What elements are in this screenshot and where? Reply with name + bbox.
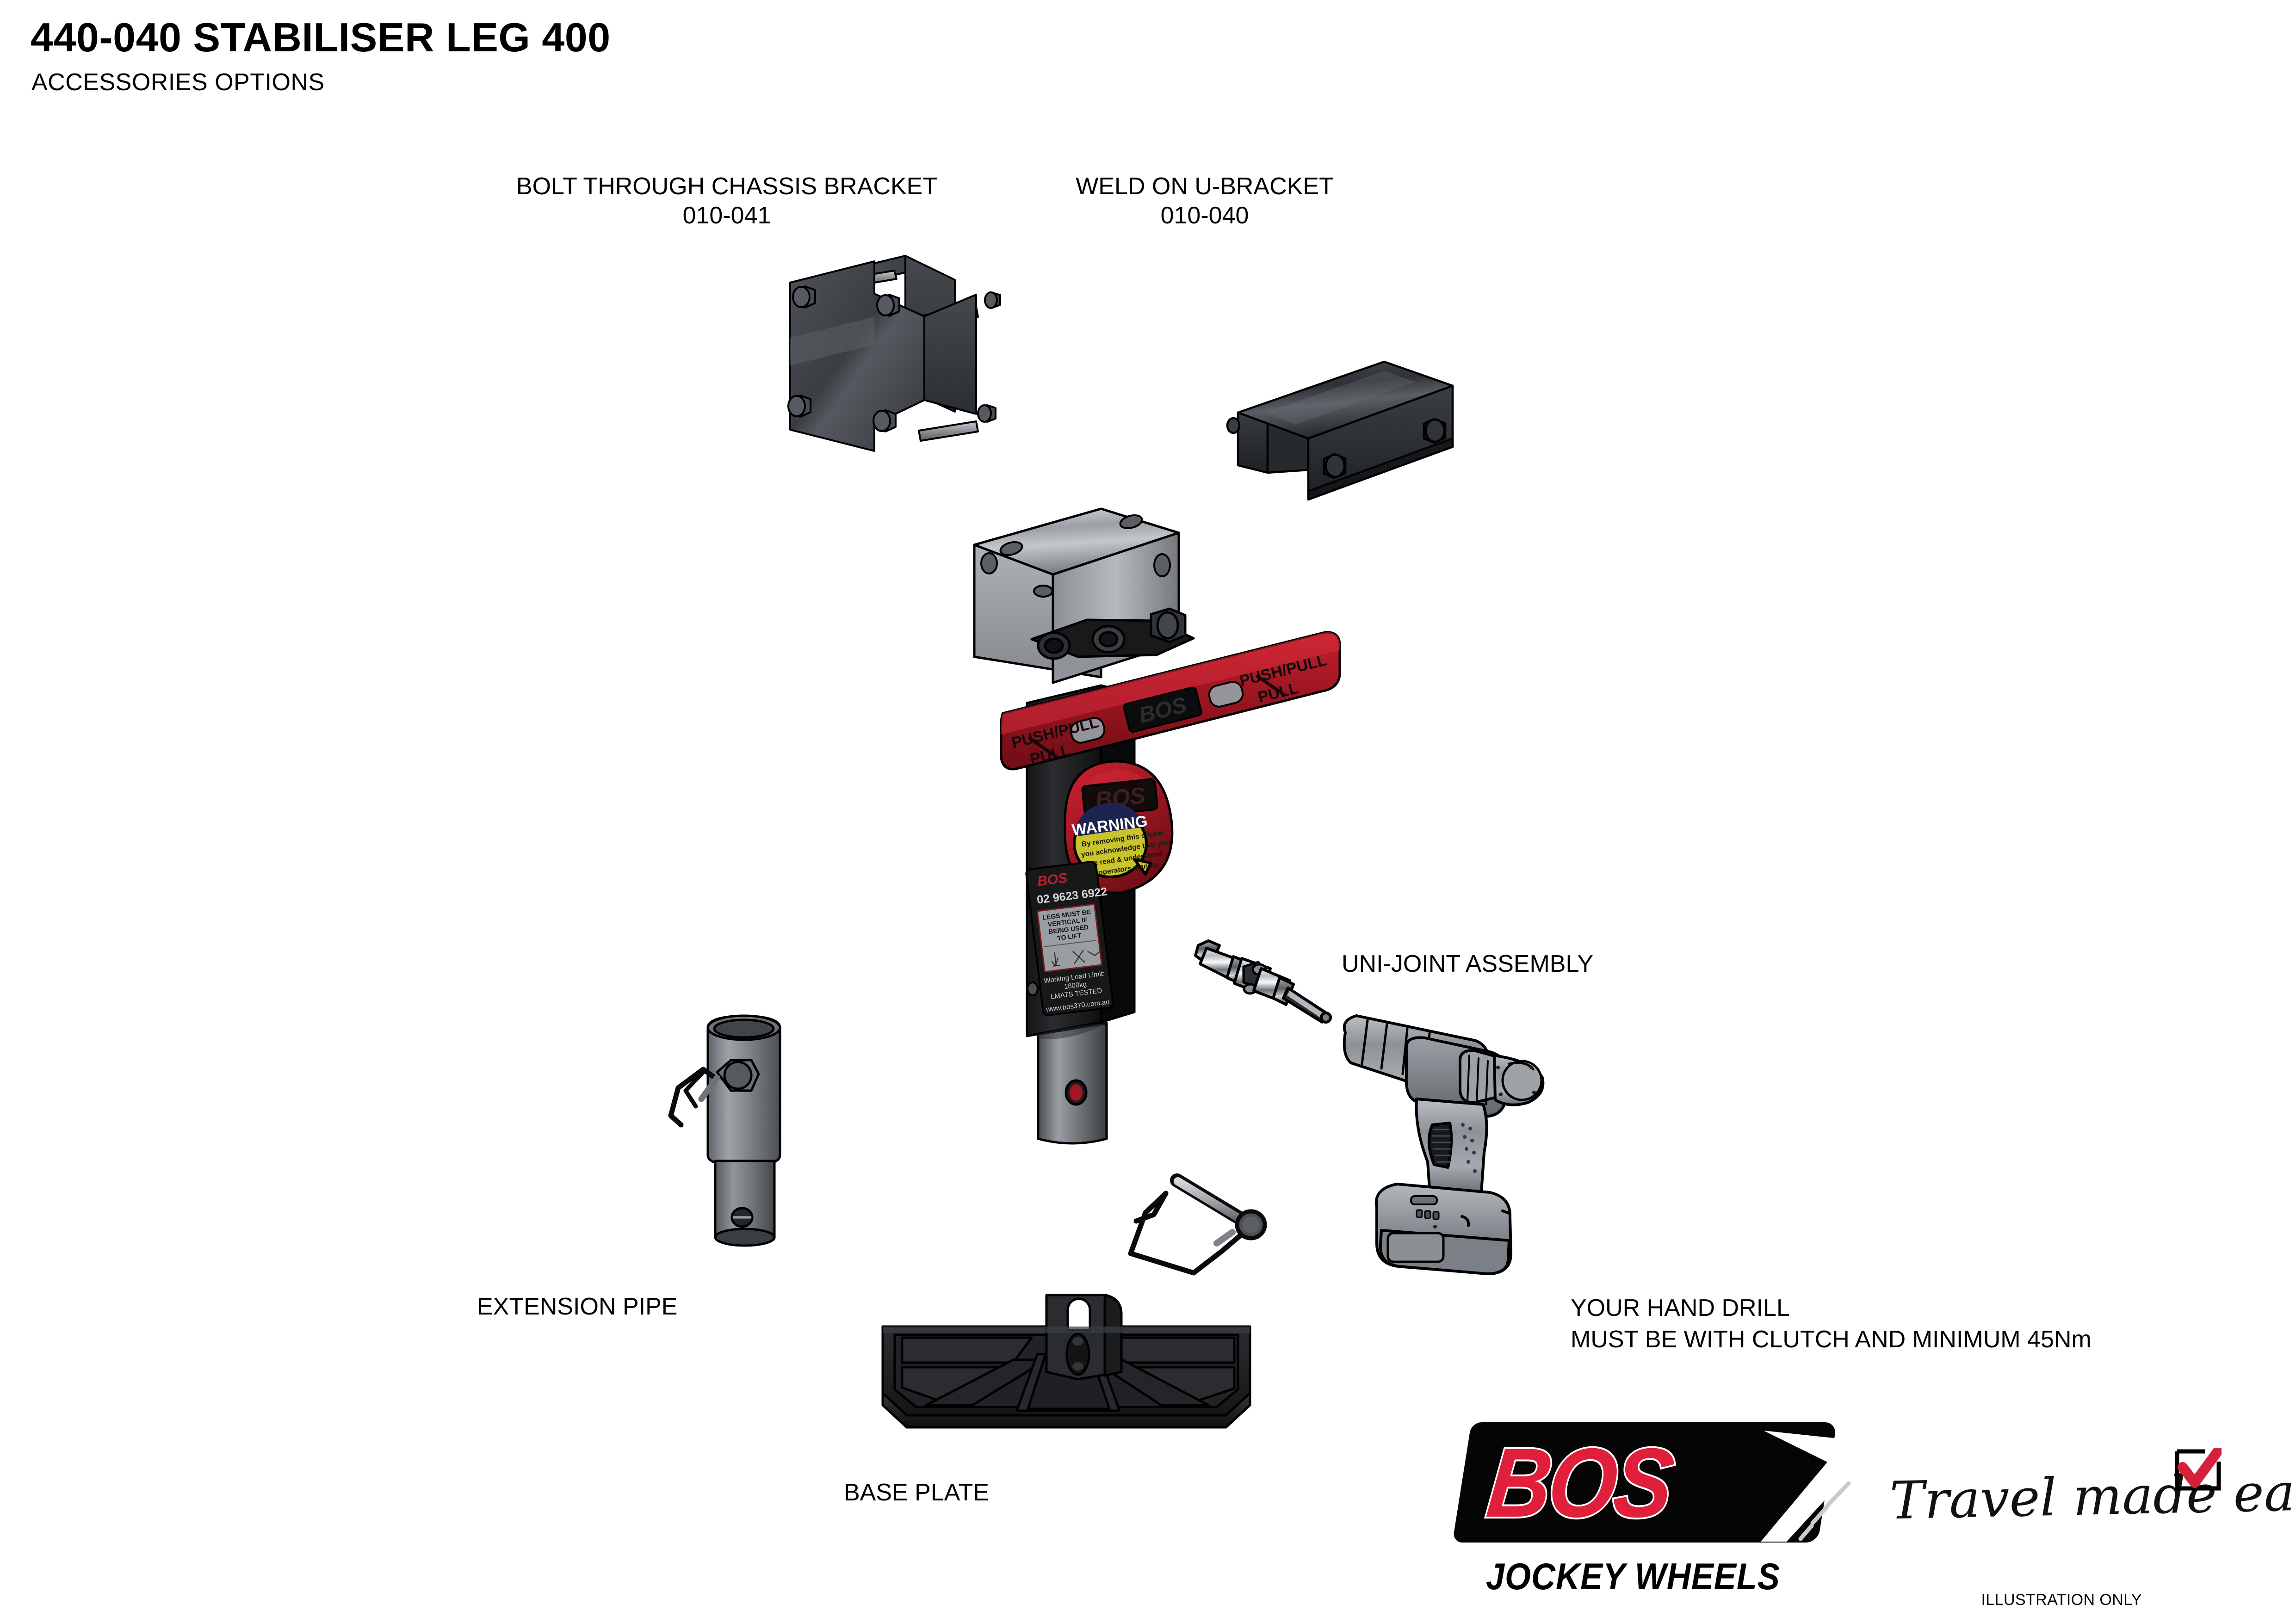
callout-label-text: WELD ON U-BRACKET xyxy=(1076,173,1334,200)
logo-jockey-wheels-text: JOCKEY WHEELS xyxy=(1486,1556,1780,1598)
stabiliser-leg-assembly-illustration: BOS PUSH/PULL PULL PUSH/PULL PULL BOS xyxy=(962,504,1360,1161)
logo-bos-wordmark: BOS xyxy=(1481,1426,1678,1540)
illustration-only-disclaimer: ILLUSTRATION ONLY xyxy=(1981,1591,2142,1609)
callout-hand-drill: YOUR HAND DRILL MUST BE WITH CLUTCH AND … xyxy=(1571,1293,2092,1355)
weld-on-u-bracket-illustration xyxy=(1221,356,1462,513)
logo-road-swoosh xyxy=(1758,1428,1864,1543)
page-subtitle: ACCESSORIES OPTIONS xyxy=(31,69,325,96)
page-title: 440-040 STABILISER LEG 400 xyxy=(31,14,611,60)
callout-label-text: BASE PLATE xyxy=(844,1479,990,1506)
callout-extension-pipe: EXTENSION PIPE xyxy=(477,1292,677,1321)
callout-uni-joint-assembly: UNI-JOINT ASSEMBLY xyxy=(1342,950,1593,979)
svg-text:TO LIFT: TO LIFT xyxy=(1057,932,1082,942)
base-plate-illustration xyxy=(874,1277,1258,1443)
callout-part-number: 010-041 xyxy=(682,202,771,229)
spec-label-wll-value: 1800kg xyxy=(1064,980,1087,991)
callout-part-number: 010-040 xyxy=(1160,202,1249,229)
callout-bolt-through-chassis-bracket: BOLT THROUGH CHASSIS BRACKET 010-041 xyxy=(509,172,944,231)
callout-base-plate: BASE PLATE xyxy=(844,1478,989,1507)
checkbox-tick-icon xyxy=(2174,1444,2225,1492)
bolt-through-chassis-bracket-illustration xyxy=(759,252,1027,474)
bos-logo: BOS JOCKEY WHEELS xyxy=(1452,1408,1869,1607)
hand-drill-illustration xyxy=(1337,990,1578,1415)
tagline-travel-made-easy: Travel made easy xyxy=(1889,1461,2296,1531)
extension-pipe-illustration xyxy=(662,1008,833,1249)
callout-label-line-2: MUST BE WITH CLUTCH AND MINIMUM 45Nm xyxy=(1571,1326,2092,1353)
clevis-pin-illustration xyxy=(1128,1170,1277,1295)
callout-label-line-1: YOUR HAND DRILL xyxy=(1571,1295,1790,1321)
callout-label-text: EXTENSION PIPE xyxy=(477,1293,678,1320)
callout-weld-on-u-bracket: WELD ON U-BRACKET 010-040 xyxy=(1068,172,1341,231)
callout-label-text: BOLT THROUGH CHASSIS BRACKET xyxy=(516,173,938,200)
uni-joint-assembly-illustration xyxy=(1189,930,1346,1036)
spec-label-brand: BOS xyxy=(1036,870,1068,889)
callout-label-text: UNI-JOINT ASSEMBLY xyxy=(1342,950,1594,977)
